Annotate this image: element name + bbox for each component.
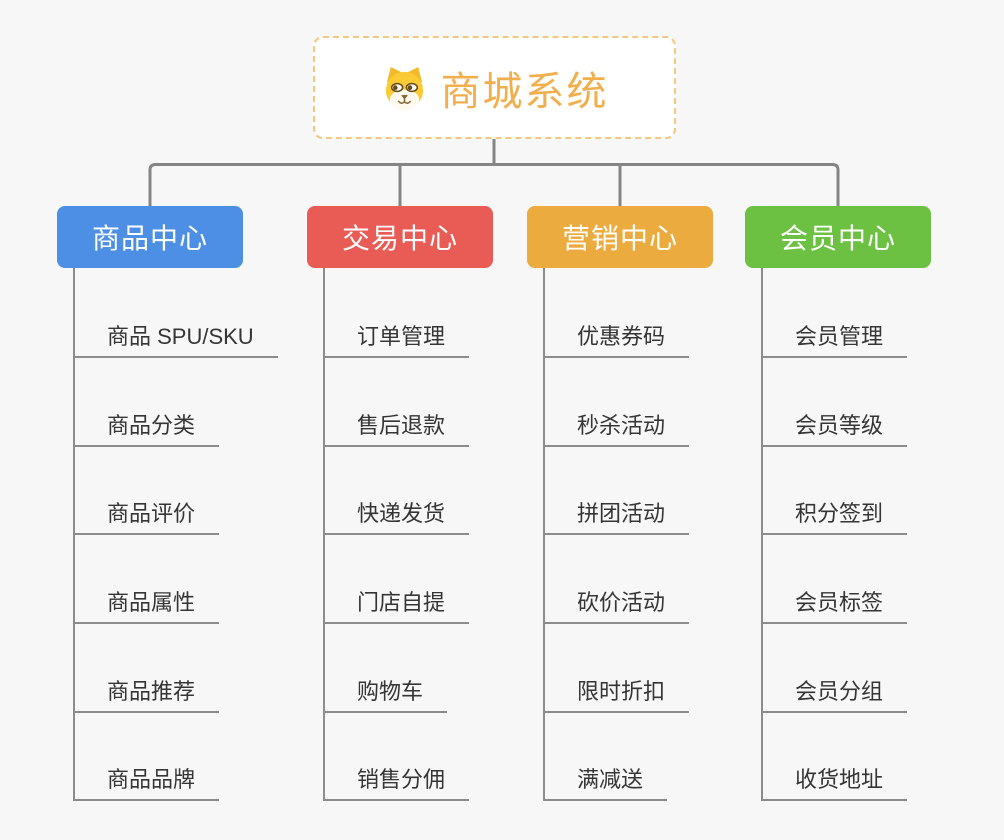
list-item[interactable]: 限时折扣 — [543, 667, 690, 713]
list-item[interactable]: 优惠券码 — [543, 312, 690, 358]
list-item[interactable]: 砍价活动 — [543, 578, 690, 624]
item-label: 购物车 — [357, 679, 424, 704]
item-label: 会员标签 — [795, 590, 884, 615]
list-item[interactable]: 会员等级 — [761, 401, 908, 447]
item-label: 会员等级 — [795, 413, 884, 438]
list-item[interactable]: 会员分组 — [761, 667, 908, 713]
root-topic[interactable]: 商城系统 — [313, 36, 676, 139]
item-label: 限时折扣 — [577, 679, 666, 704]
item-label: 销售分佣 — [357, 767, 446, 792]
item-label: 商品推荐 — [107, 679, 196, 704]
list-item[interactable]: 快递发货 — [323, 489, 470, 535]
item-label: 会员分组 — [795, 679, 884, 704]
list-item[interactable]: 商品推荐 — [73, 667, 220, 713]
list-item[interactable]: 售后退款 — [323, 401, 470, 447]
item-label: 优惠券码 — [577, 324, 666, 349]
branch-column-product: 商品中心 商品 SPU/SKU 商品分类商品评价商品属性商品推荐商品品牌 — [57, 206, 327, 816]
branch-label: 营销中心 — [561, 223, 678, 254]
item-label: 砍价活动 — [577, 590, 666, 615]
item-label: 收货地址 — [795, 767, 884, 792]
branch-label: 会员中心 — [779, 223, 896, 254]
branch-node-marketing-center[interactable]: 营销中心 — [527, 206, 713, 268]
list-item[interactable]: 会员管理 — [761, 312, 908, 358]
item-label: 拼团活动 — [577, 501, 666, 526]
branch-label: 交易中心 — [341, 223, 458, 254]
item-label: 商品分类 — [107, 413, 196, 438]
root-title: 商城系统 — [440, 69, 609, 114]
item-label: 满减送 — [577, 767, 644, 792]
list-item[interactable]: 商品评价 — [73, 489, 220, 535]
list-item[interactable]: 收货地址 — [761, 755, 908, 801]
item-label: 积分签到 — [795, 501, 884, 526]
list-item[interactable]: 订单管理 — [323, 312, 470, 358]
list-item[interactable]: 商品分类 — [73, 401, 220, 447]
list-item[interactable]: 积分签到 — [761, 489, 908, 535]
branch-label: 商品中心 — [91, 223, 208, 254]
list-item[interactable]: 购物车 — [323, 667, 448, 713]
item-label: 门店自提 — [357, 590, 446, 615]
dog-icon — [385, 66, 423, 111]
list-item[interactable]: 商品 SPU/SKU — [73, 312, 278, 358]
branch-column-marketing: 营销中心 优惠券码秒杀活动拼团活动砍价活动限时折扣满减送 — [527, 206, 797, 816]
list-item[interactable]: 门店自提 — [323, 578, 470, 624]
item-label: 秒杀活动 — [577, 413, 666, 438]
list-item[interactable]: 秒杀活动 — [543, 401, 690, 447]
branch-node-product-center[interactable]: 商品中心 — [57, 206, 243, 268]
item-label: 商品品牌 — [107, 767, 196, 792]
list-item[interactable]: 商品品牌 — [73, 755, 220, 801]
item-label: 订单管理 — [357, 324, 446, 349]
item-label: 商品评价 — [107, 501, 196, 526]
branch-node-trade-center[interactable]: 交易中心 — [307, 206, 493, 268]
item-label: 商品属性 — [107, 590, 196, 615]
branch-column-trade: 交易中心 订单管理售后退款快递发货门店自提购物车销售分佣 — [307, 206, 577, 816]
branch-column-member: 会员中心 会员管理会员等级积分签到会员标签会员分组收货地址 — [745, 206, 1004, 816]
list-item[interactable]: 拼团活动 — [543, 489, 690, 535]
list-item[interactable]: 销售分佣 — [323, 755, 470, 801]
list-item[interactable]: 商品属性 — [73, 578, 220, 624]
item-label: 会员管理 — [795, 324, 884, 349]
item-label: 商品 SPU/SKU — [107, 324, 254, 349]
item-label: 售后退款 — [357, 413, 446, 438]
list-item[interactable]: 满减送 — [543, 755, 668, 801]
branch-node-member-center[interactable]: 会员中心 — [745, 206, 931, 268]
item-label: 快递发货 — [357, 501, 446, 526]
bus-line — [148, 163, 840, 206]
list-item[interactable]: 会员标签 — [761, 578, 908, 624]
